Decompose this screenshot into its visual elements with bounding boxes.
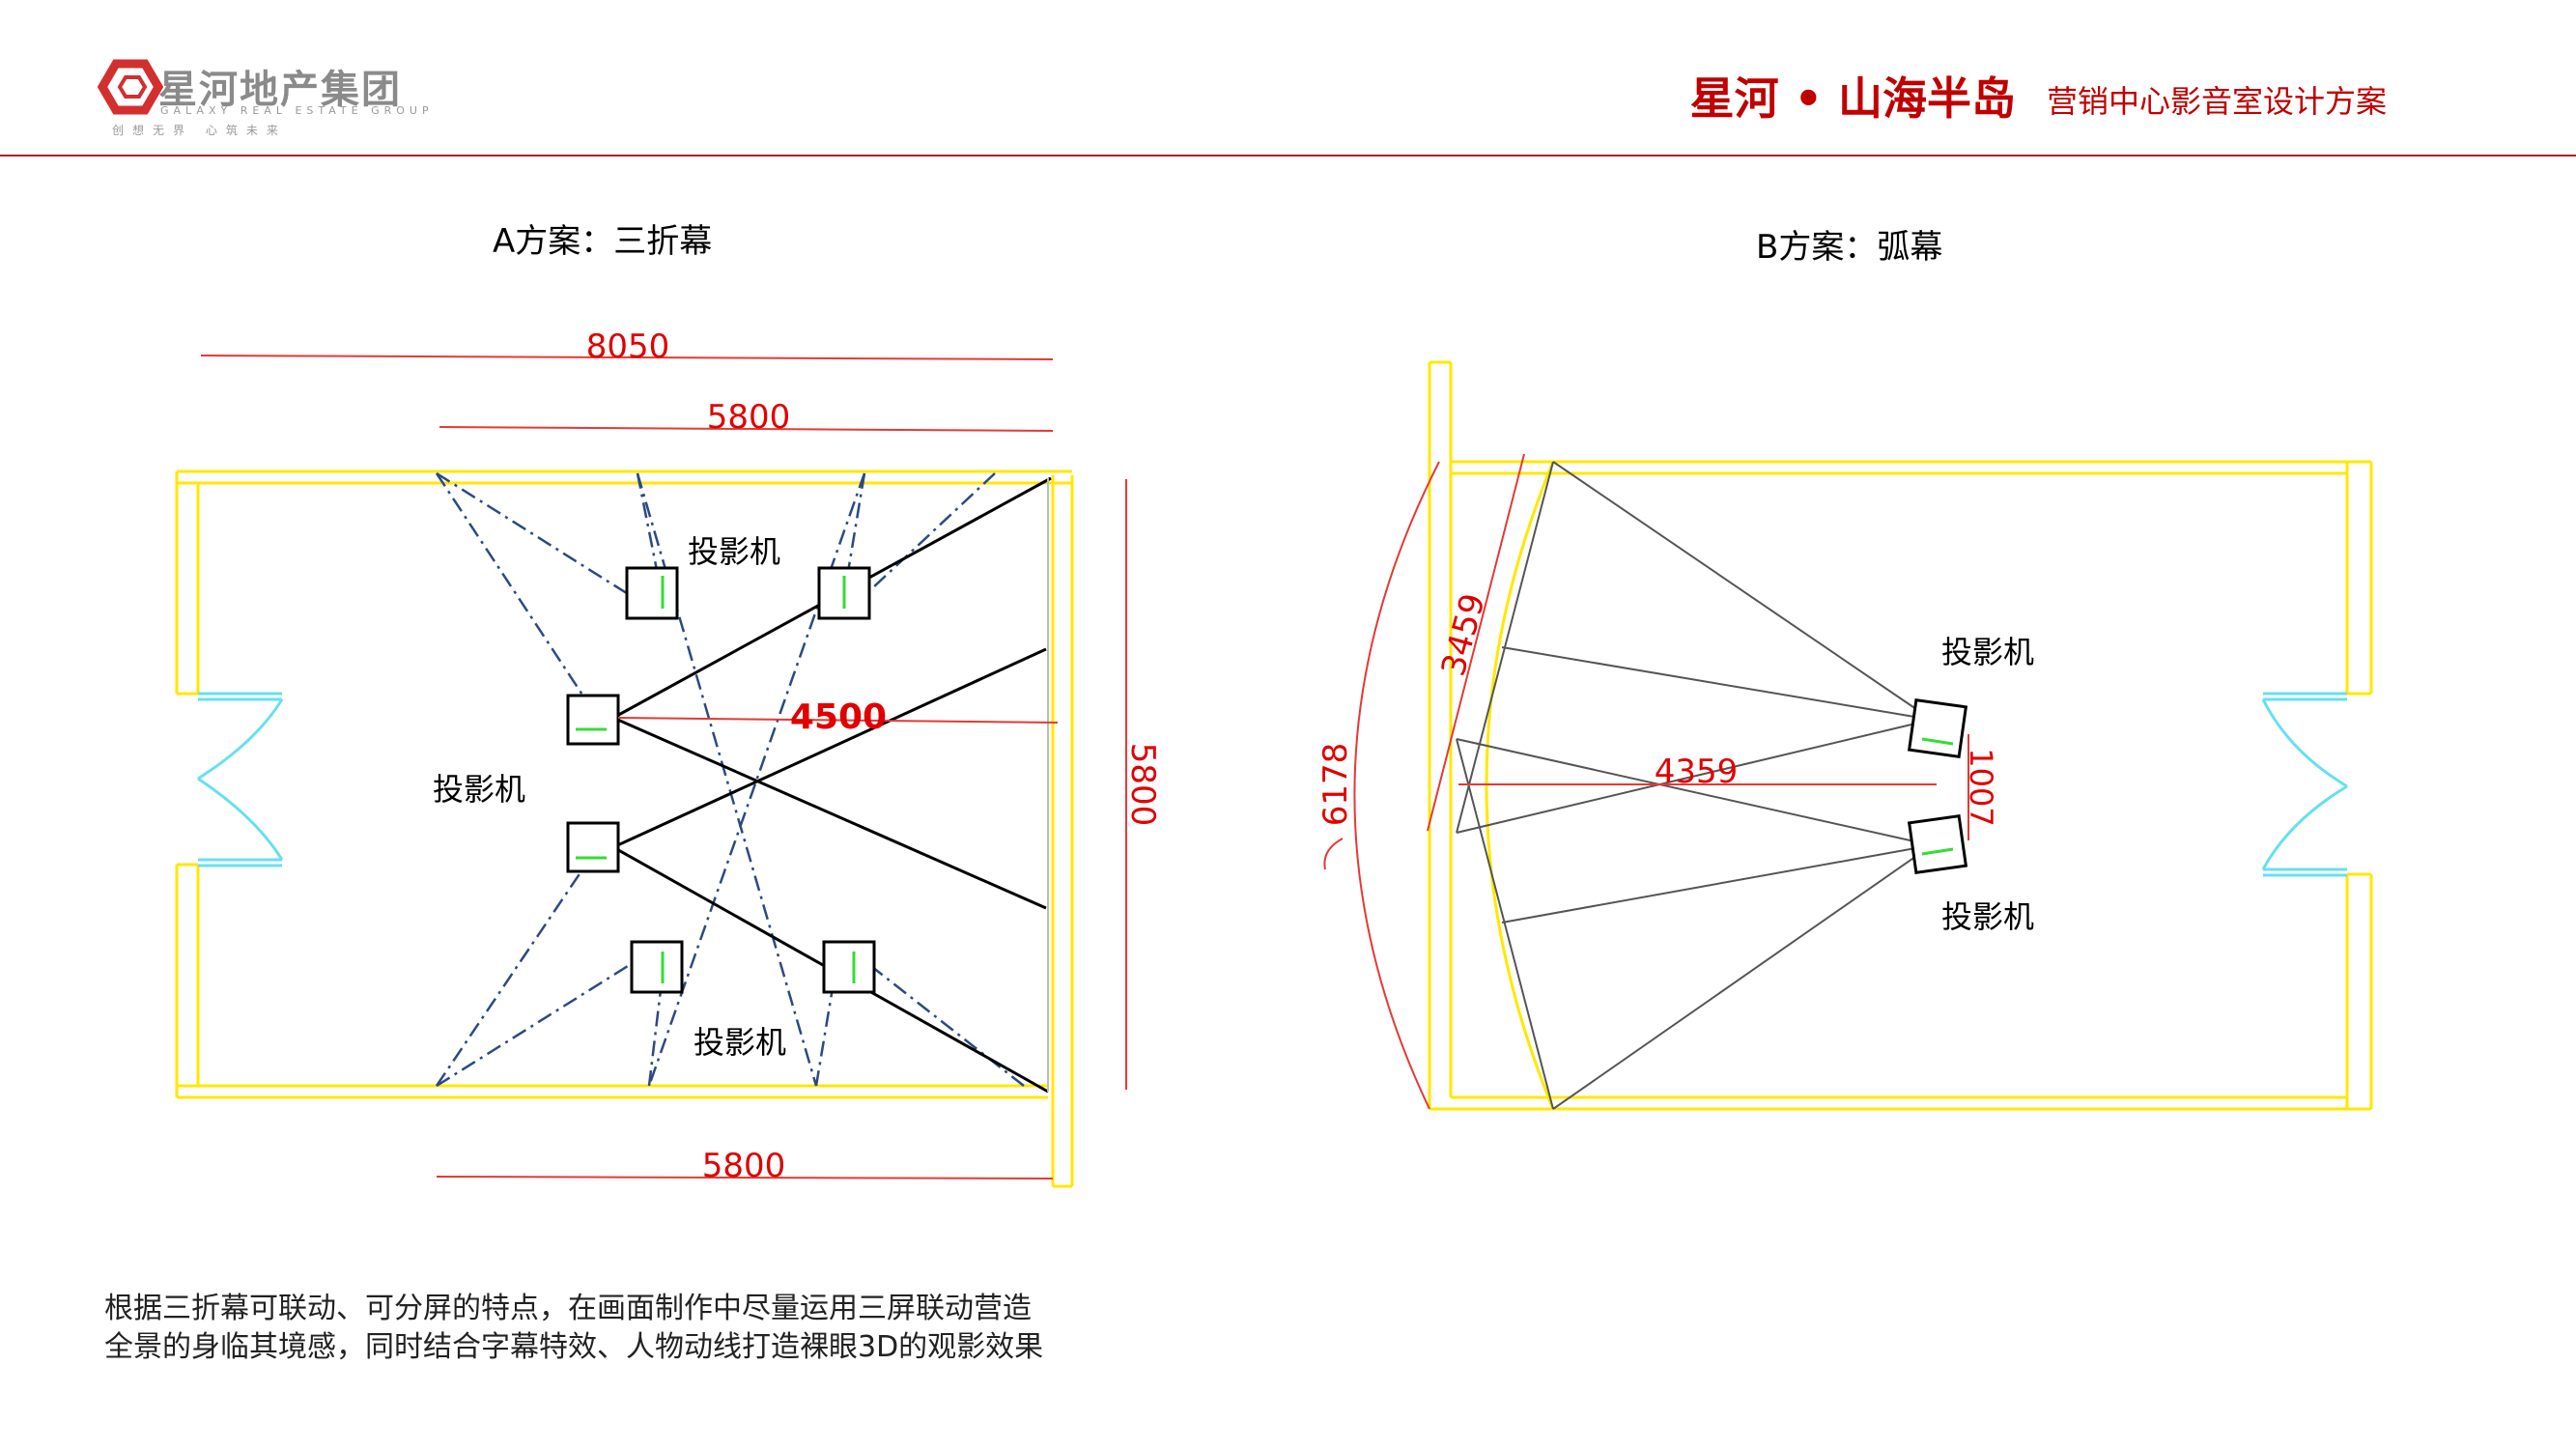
projector-icon	[630, 940, 684, 994]
plan-a-drawing: 8050 5800 4500 5800 5800 投影机 投影机 投影机	[175, 327, 1162, 1188]
plan-b-projector-lens	[1921, 737, 1954, 856]
dim-screen-bottom: 5800	[702, 1147, 786, 1185]
label-projector-bottom: 投影机	[694, 1024, 786, 1061]
projector-icon	[566, 821, 620, 873]
projector-icon	[822, 940, 876, 994]
dim-depth: 5800	[1123, 743, 1162, 827]
plan-a-dimension-lines	[200, 355, 1127, 1180]
document-subtitle: 营销中心影音室设计方案	[2046, 83, 2387, 120]
dim-spacing: 1007	[1963, 748, 1999, 826]
dim-arc-length: 6178	[1316, 743, 1355, 827]
dim-arc-chord: 3459	[1434, 589, 1493, 680]
dim-throw-b: 4359	[1655, 753, 1739, 791]
project-title: 星河 • 山海半岛	[1689, 72, 2016, 125]
description-line-1: 根据三折幕可联动、可分屏的特点，在画面制作中尽量运用三屏联动营造	[104, 1292, 1032, 1325]
company-logo: 星河地产集团 GALAXY REAL ESTATE GROUP 创想无界 心筑未…	[97, 56, 444, 143]
logo-en-text: GALAXY REAL ESTATE GROUP	[160, 104, 434, 117]
plan-a-door	[197, 692, 284, 867]
header-divider	[0, 155, 2576, 156]
plan-b-projection-cones	[1456, 461, 1933, 1110]
projector-icon	[1907, 697, 1968, 759]
description-line-2: 全景的身临其境感，同时结合字幕特效、人物动线打造裸眼3D的观影效果	[104, 1330, 1044, 1364]
logo-slogan-text: 创想无界 心筑未来	[112, 124, 287, 137]
logo-mark-icon	[97, 59, 164, 115]
plan-b-projector-icons	[1907, 697, 1968, 875]
dim-width-total: 8050	[586, 327, 670, 366]
plan-b-title: B方案：弧幕	[1756, 228, 1943, 267]
plan-b-dimension-lines	[1353, 453, 1969, 1110]
projector-icon	[566, 694, 620, 746]
projector-icon	[625, 566, 679, 620]
projector-icon	[1907, 813, 1968, 875]
plan-a-title: A方案：三折幕	[493, 222, 713, 261]
label-projector-b-bottom: 投影机	[1941, 898, 2034, 935]
plan-a-projector-icons	[566, 566, 876, 994]
label-projector-left: 投影机	[433, 771, 525, 808]
plan-b-drawing: 3459 6178 4359 1007 投影机 投影机	[1316, 360, 2373, 1111]
plan-a-projector-lens	[576, 576, 856, 983]
logo-cn-text: 星河地产集团	[158, 68, 402, 112]
plan-b-walls	[1428, 360, 2373, 1111]
description-text: 根据三折幕可联动、可分屏的特点，在画面制作中尽量运用三屏联动营造 全景的身临其境…	[104, 1290, 1043, 1367]
dim-throw: 4500	[790, 697, 887, 737]
arc-symbol-icon	[1323, 838, 1344, 870]
plan-a-walls	[175, 469, 1074, 1188]
label-projector-top: 投影机	[688, 533, 780, 570]
dim-screen-top: 5800	[707, 398, 791, 437]
label-projector-b-top: 投影机	[1941, 634, 2034, 670]
plan-b-door	[2261, 692, 2348, 877]
